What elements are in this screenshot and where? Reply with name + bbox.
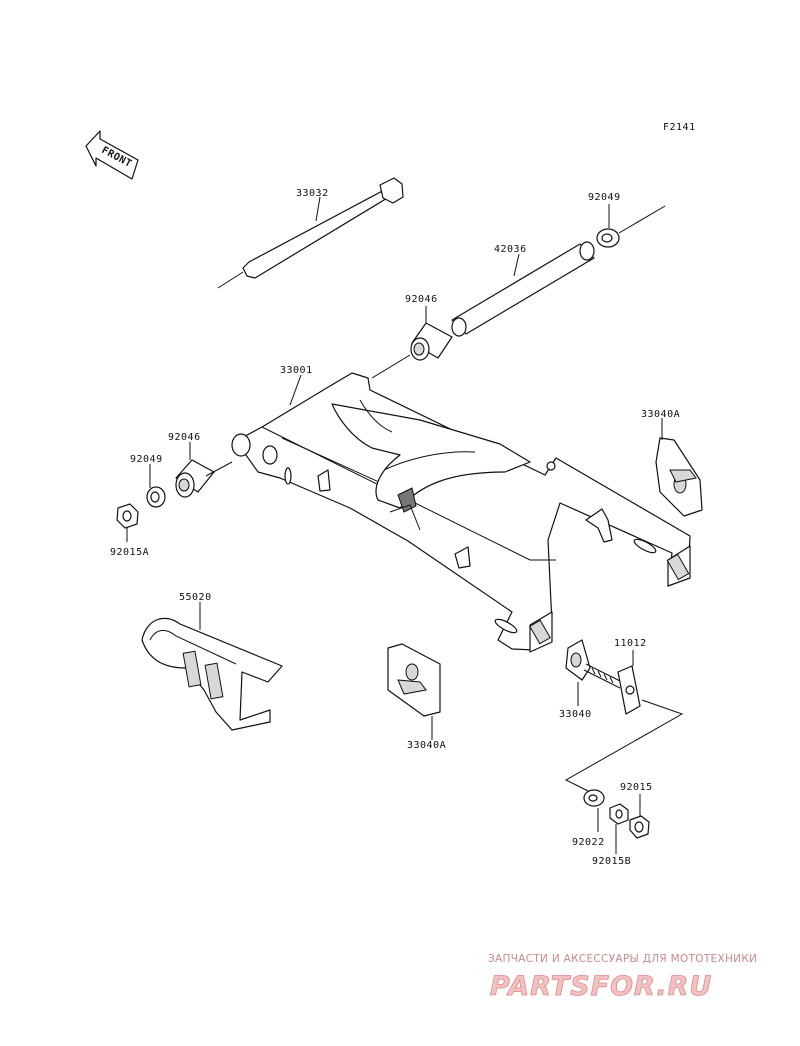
watermark: ЗАПЧАСТИ И АКСЕССУАРЫ ДЛЯ МОТОТЕХНИКИ PA… — [488, 953, 757, 1002]
sleeve-42036: 42036 — [451, 241, 595, 337]
figure-code: F2141 — [663, 122, 696, 133]
label-92015B: 92015B — [592, 856, 631, 867]
nut-92015: 92015 — [620, 782, 653, 839]
label-92046-top: 92046 — [405, 294, 438, 305]
needle-bearing-92046-left: 92046 — [168, 432, 233, 498]
chain-adjuster-plate-33040A-right: 33040A — [641, 409, 703, 517]
washer-92022: 92022 — [572, 789, 605, 848]
watermark-tagline: ЗАПЧАСТИ И АКСЕССУАРЫ ДЛЯ МОТОТЕХНИКИ — [488, 953, 757, 965]
label-55020: 55020 — [179, 592, 212, 603]
needle-bearing-92046-top: 92046 — [371, 294, 453, 379]
pivot-shaft-33032: 33032 — [217, 177, 404, 289]
label-33040A-bottom: 33040A — [407, 740, 446, 751]
label-33040: 33040 — [559, 709, 592, 720]
label-92046-left: 92046 — [168, 432, 201, 443]
label-33040A-right: 33040A — [641, 409, 680, 420]
label-92049-left: 92049 — [130, 454, 163, 465]
leader-hardware — [564, 699, 684, 793]
label-92015A: 92015A — [110, 547, 149, 558]
label-92022: 92022 — [572, 837, 605, 848]
chain-adjuster-plate-33040A-bottom: 33040A — [387, 643, 446, 751]
label-42036: 42036 — [494, 244, 527, 255]
label-92049-top: 92049 — [588, 192, 621, 203]
label-92015: 92015 — [620, 782, 653, 793]
label-33032: 33032 — [296, 188, 329, 199]
chain-adjuster-33040: 33040 11012 — [559, 638, 647, 720]
chain-guide-55020: 55020 — [141, 592, 283, 731]
swingarm-33001: 33001 — [231, 365, 691, 653]
watermark-logo: PARTSFOR.RU — [490, 971, 712, 1002]
nut-92015B: 92015B — [592, 803, 631, 867]
collar-92049-left: 92049 — [130, 454, 166, 508]
label-33001: 33001 — [280, 365, 313, 376]
collar-92049-top: 92049 — [588, 192, 666, 248]
nut-92015A: 92015A — [110, 503, 149, 558]
label-11012: 11012 — [614, 638, 647, 649]
front-arrow-icon: FRONT — [85, 130, 139, 180]
